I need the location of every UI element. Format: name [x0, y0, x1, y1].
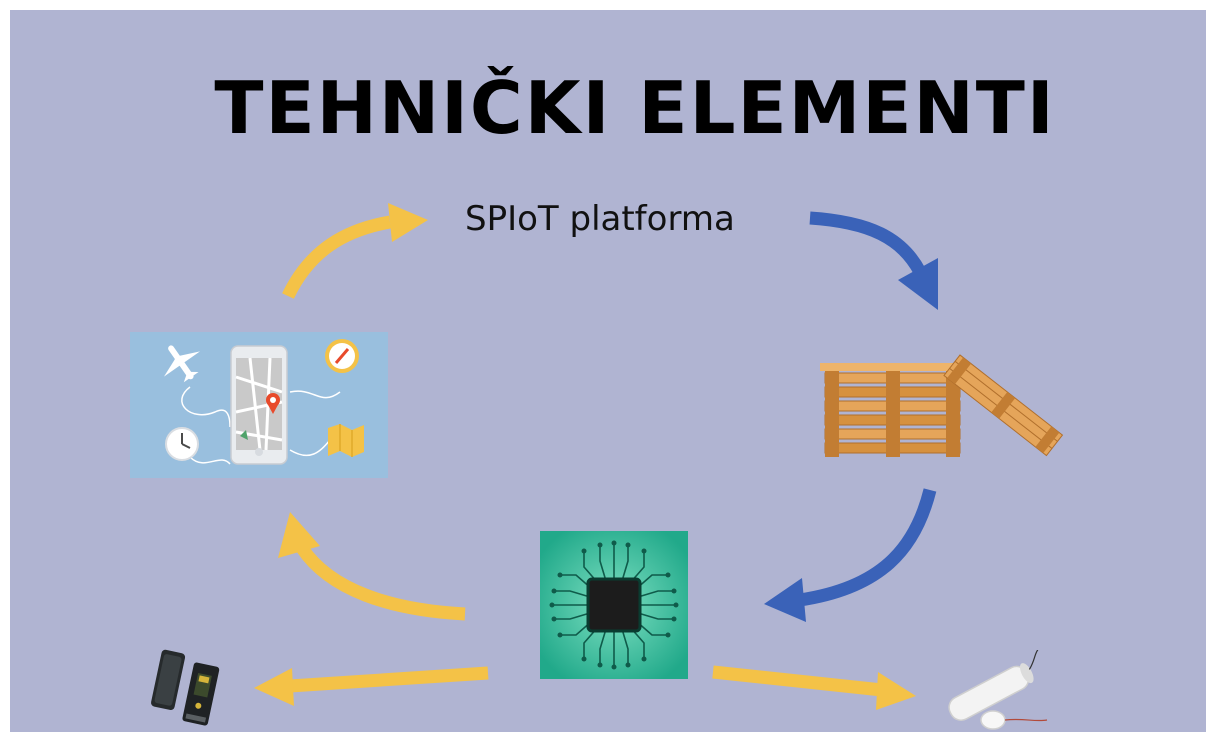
wooden-pallets-image [820, 345, 1065, 465]
cycle-arrows [254, 203, 938, 710]
arrow-chip-to-sensor [712, 665, 883, 697]
arrow-pallets-to-chip [799, 488, 937, 607]
gps-tracker-device-image [145, 645, 230, 730]
arrow-pallets-to-chip-head [764, 578, 806, 622]
arrow-platform-to-pallets [809, 211, 926, 276]
compass-icon [325, 339, 359, 373]
arrow-map-to-platform [282, 215, 392, 299]
arrow-chip-to-map [296, 544, 466, 621]
smartphone-map-icon [130, 332, 388, 478]
slide: TEHNIČKI ELEMENTI SPIoT platforma [10, 10, 1206, 732]
phone-icon [230, 345, 288, 465]
arrow-map-to-platform-head [388, 203, 428, 242]
arrow-chip-to-tracker [289, 666, 489, 693]
arrow-chip-to-map-head [278, 512, 320, 558]
arrow-platform-to-pallets-head [898, 258, 938, 310]
microchip-icon [540, 531, 688, 679]
arrow-chip-to-sensor-head [876, 672, 916, 710]
folded-map-icon [328, 424, 364, 457]
platform-label: SPIoT platforma [465, 199, 735, 239]
cylindrical-sensor-image [935, 650, 1055, 732]
arrow-chip-to-tracker-head [254, 668, 294, 706]
clock-icon [165, 427, 199, 461]
slide-title: TEHNIČKI ELEMENTI [214, 66, 1056, 150]
